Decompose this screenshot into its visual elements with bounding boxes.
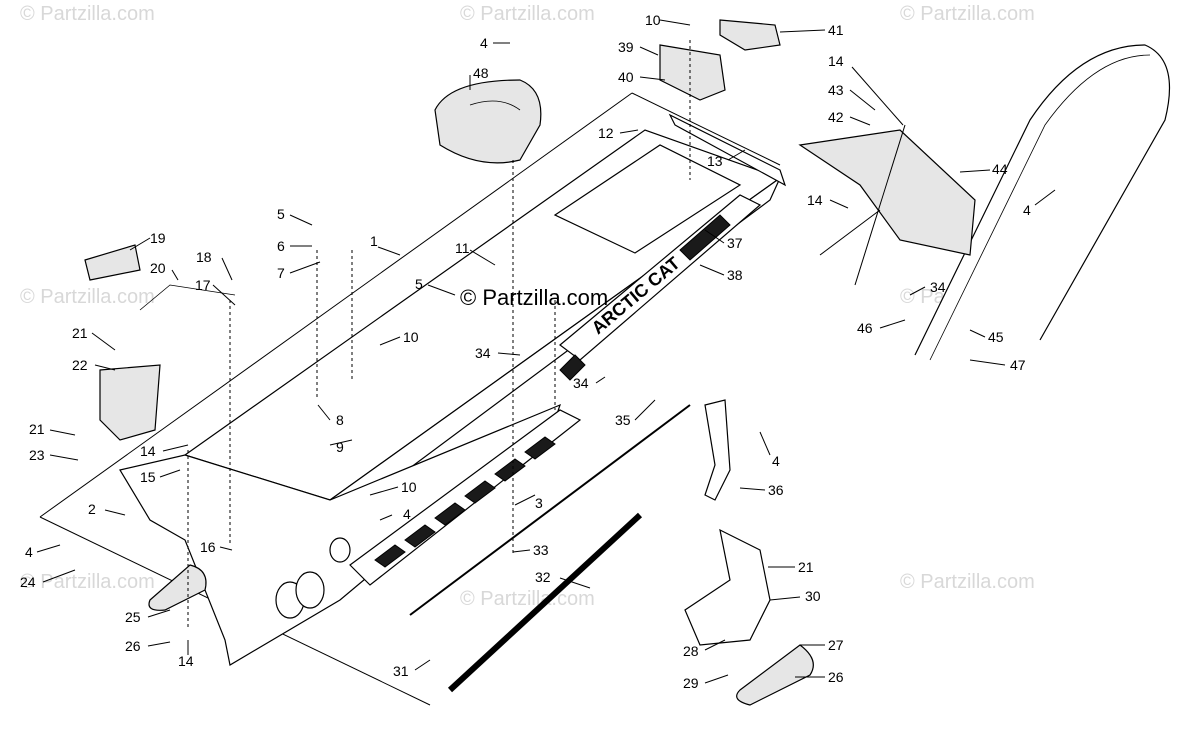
callout-31: 31 — [393, 663, 409, 679]
callout-32: 32 — [535, 569, 551, 585]
running-board — [349, 409, 582, 586]
callout-36: 36 — [768, 482, 784, 498]
callout-21b: 21 — [29, 421, 45, 437]
callout-33: 33 — [533, 542, 549, 558]
callout-6: 6 — [277, 238, 285, 254]
callout-18: 18 — [196, 249, 212, 265]
callout-21c: 21 — [798, 559, 814, 575]
callout-5b: 5 — [415, 276, 423, 292]
callout-44: 44 — [992, 161, 1008, 177]
callout-29: 29 — [683, 675, 699, 691]
watermark-mid-left: © Partzilla.com — [20, 286, 155, 308]
callout-20: 20 — [150, 260, 166, 276]
callout-14a: 14 — [140, 443, 156, 459]
callout-11: 11 — [455, 240, 470, 256]
callout-28: 28 — [683, 643, 699, 659]
callout-21a: 21 — [72, 325, 88, 341]
callout-25: 25 — [125, 609, 141, 625]
watermark-bottom-left: © Partzilla.com — [20, 571, 155, 593]
watermark-top-center: © Partzilla.com — [460, 3, 595, 25]
seat-part — [434, 79, 542, 164]
callout-48: 48 — [473, 65, 489, 81]
seat-bracket — [659, 44, 726, 101]
callout-42: 42 — [828, 109, 844, 125]
grab-handle-27 — [736, 644, 814, 706]
callout-2: 2 — [88, 501, 96, 517]
callout-4a: 4 — [480, 35, 488, 51]
callout-26b: 26 — [828, 669, 844, 685]
watermark-bottom-right: © Partzilla.com — [900, 571, 1035, 593]
callouts: 1 2 3 4 4 4 4 4 5 5 6 7 8 9 10 10 10 — [20, 12, 1056, 691]
bracket-41 — [719, 19, 781, 51]
front-brackets — [84, 244, 236, 441]
callout-1: 1 — [370, 233, 378, 249]
callout-17: 17 — [195, 277, 211, 293]
callout-14d: 14 — [807, 192, 823, 208]
callout-7: 7 — [277, 265, 285, 281]
watermark-top-left: © Partzilla.com — [20, 3, 155, 25]
callout-37: 37 — [727, 235, 743, 251]
callout-10c: 10 — [401, 479, 417, 495]
callout-34a: 34 — [475, 345, 491, 361]
callout-9: 9 — [336, 439, 344, 455]
foot-plate — [684, 528, 771, 646]
callout-30: 30 — [805, 588, 821, 604]
callout-15: 15 — [140, 469, 156, 485]
callout-10a: 10 — [645, 12, 661, 28]
callout-41: 41 — [828, 22, 844, 38]
callout-22: 22 — [72, 357, 88, 373]
callout-43: 43 — [828, 82, 844, 98]
watermark-bottom-center: © Partzilla.com — [460, 588, 595, 610]
rear-handle-25 — [148, 564, 207, 611]
callout-38: 38 — [727, 267, 743, 283]
callout-5a: 5 — [277, 206, 285, 222]
callout-16: 16 — [200, 539, 216, 555]
callout-34c: 34 — [930, 279, 946, 295]
callout-35: 35 — [615, 412, 631, 428]
callout-45: 45 — [988, 329, 1004, 345]
callout-4d: 4 — [772, 453, 780, 469]
rail-bar-13 — [668, 113, 787, 187]
callout-13: 13 — [707, 153, 723, 169]
callout-46: 46 — [857, 320, 873, 336]
rods — [409, 404, 691, 693]
snow-flap — [798, 124, 976, 286]
callout-4c: 4 — [403, 506, 411, 522]
callout-23: 23 — [29, 447, 45, 463]
callout-24: 24 — [20, 574, 36, 590]
callout-4b: 4 — [25, 544, 33, 560]
bracket-36 — [704, 399, 731, 501]
explosion-lines — [187, 40, 691, 630]
callout-26a: 26 — [125, 638, 141, 654]
callout-27: 27 — [828, 637, 844, 653]
callout-12: 12 — [598, 125, 614, 141]
callout-39: 39 — [618, 39, 634, 55]
callout-14c: 14 — [828, 53, 844, 69]
callout-14b: 14 — [178, 653, 194, 669]
callout-3: 3 — [535, 495, 543, 511]
watermark-top-right: © Partzilla.com — [900, 3, 1035, 25]
callout-19: 19 — [150, 230, 166, 246]
callout-40: 40 — [618, 69, 634, 85]
callout-10b: 10 — [403, 329, 419, 345]
watermarks: © Partzilla.com © Partzilla.com © Partzi… — [20, 3, 1035, 610]
callout-8: 8 — [336, 412, 344, 428]
callout-34b: 34 — [573, 375, 589, 391]
callout-4e: 4 — [1023, 202, 1031, 218]
center-watermark: © Partzilla.com — [460, 285, 608, 310]
callout-47: 47 — [1010, 357, 1026, 373]
